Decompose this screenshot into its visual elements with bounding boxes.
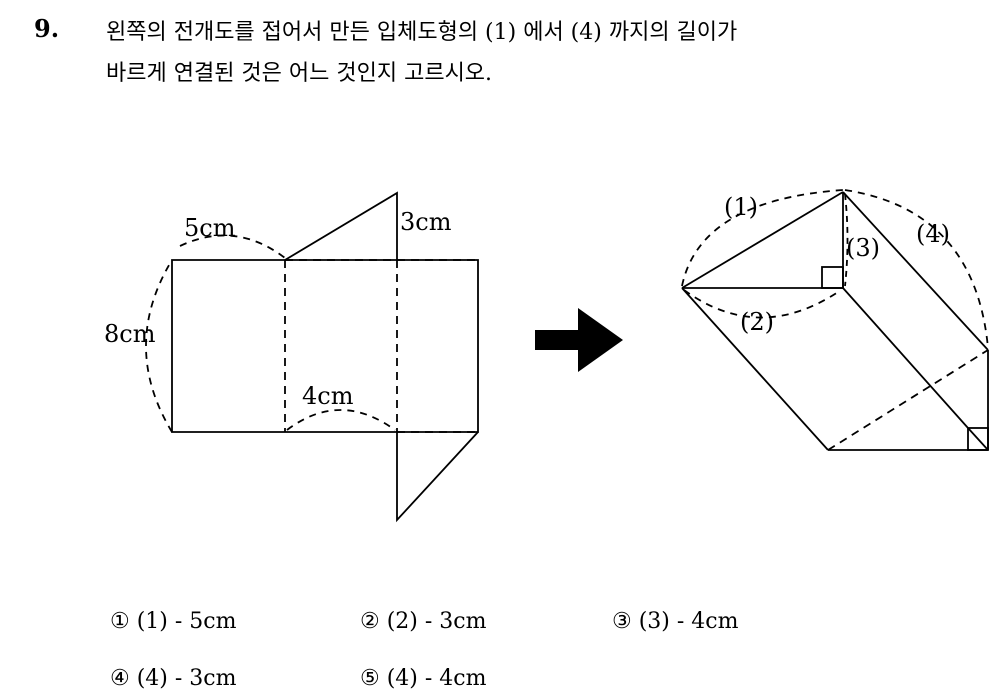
choice-3[interactable]: ③ (3) - 4cm (612, 609, 739, 634)
label-8cm: 8cm (104, 320, 156, 348)
choice-5[interactable]: ⑤ (4) - 4cm (360, 666, 487, 691)
choice-1[interactable]: ① (1) - 5cm (110, 609, 237, 634)
question-number: 9. (34, 14, 60, 43)
label-5cm: 5cm (184, 214, 236, 242)
label-2: (2) (740, 308, 774, 336)
label-1: (1) (724, 193, 758, 221)
label-3: (3) (846, 234, 880, 262)
choice-2[interactable]: ② (2) - 3cm (360, 609, 487, 634)
net-diagram (145, 191, 479, 523)
label-4: (4) (916, 220, 950, 248)
question-text-line-1: 왼쪽의 전개도를 접어서 만든 입체도형의 (1) 에서 (4) 까지의 길이가 (106, 20, 738, 45)
question-text-line-2: 바르게 연결된 것은 어느 것인지 고르시오. (106, 61, 493, 86)
label-4cm: 4cm (302, 382, 354, 410)
choice-4[interactable]: ④ (4) - 3cm (110, 666, 237, 691)
solid-prism-diagram (681, 189, 989, 451)
arrow-right-icon (535, 308, 623, 372)
label-3cm: 3cm (400, 208, 452, 236)
